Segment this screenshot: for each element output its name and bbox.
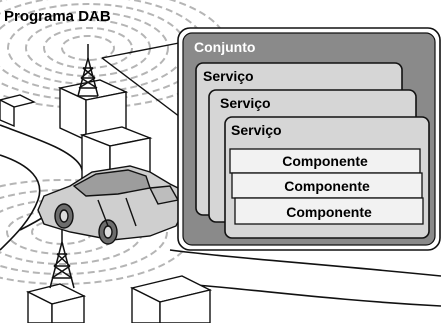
transmitter-tower-icon: [49, 228, 75, 289]
transmitter-tower-icon: [77, 44, 99, 97]
component-box: [234, 197, 424, 225]
component-label: Componente: [286, 204, 372, 220]
component-label: Componente: [284, 178, 370, 194]
component-label: Componente: [282, 153, 368, 169]
callout-lines: [101, 41, 185, 121]
diagram-title: Programa DAB: [4, 8, 111, 25]
car-icon: [37, 165, 185, 245]
ensemble-label: Conjunto: [194, 39, 255, 55]
service-label: Serviço: [220, 95, 271, 111]
service-label: Serviço: [203, 68, 254, 84]
road-lines: [0, 124, 441, 307]
component-box: [231, 172, 423, 199]
service-label: Serviço: [231, 122, 282, 138]
